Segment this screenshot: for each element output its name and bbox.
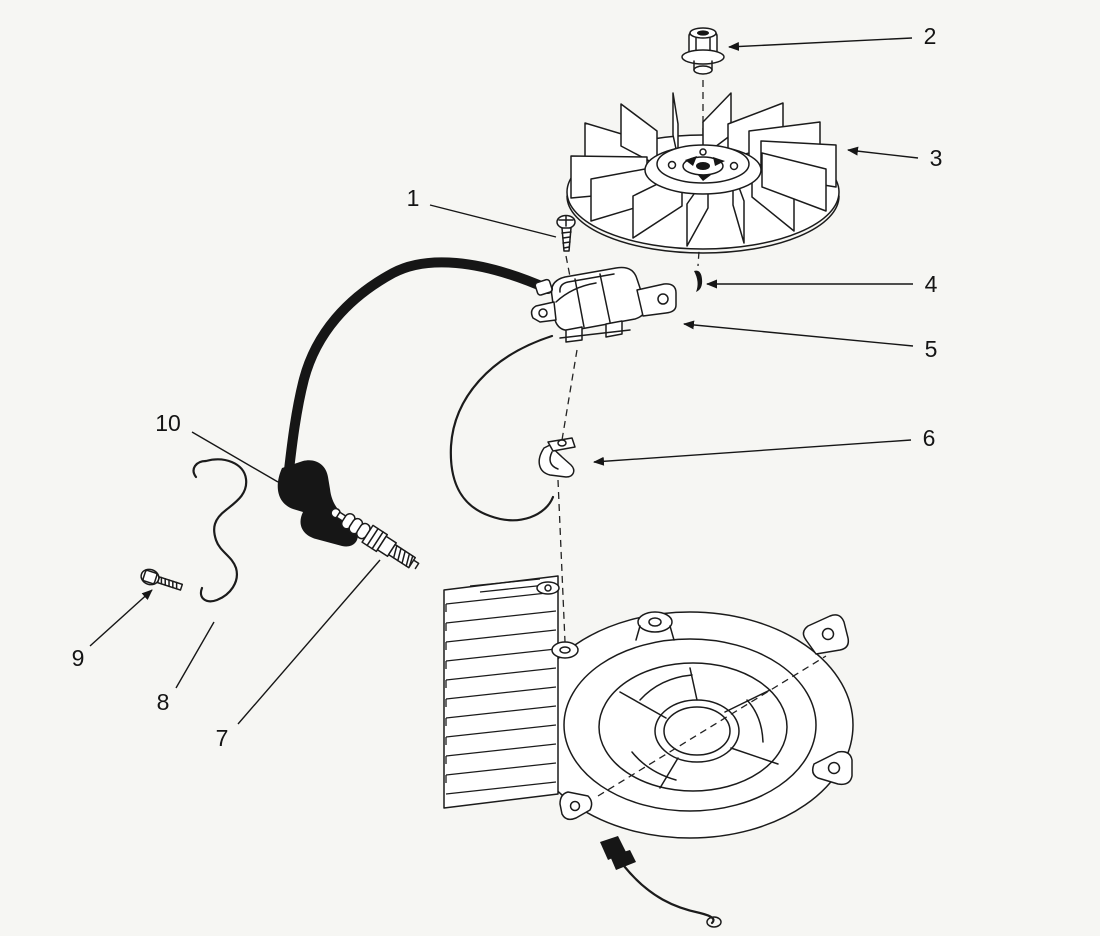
coil-laminations [555,273,615,328]
callout-8-label: 8 [157,689,170,715]
coil-ear-hole [657,293,669,305]
housing-recess-ring [598,662,788,792]
callout-8-leader [175,621,215,689]
housing-boss-stem [635,625,675,641]
nut-flange [681,49,725,65]
flywheel [566,92,840,254]
coil-base-line [559,329,631,339]
flange-nut [681,27,725,75]
crankshaft-opening [654,699,740,763]
callouts: 1 2 3 4 5 6 7 8 9 10 [72,23,943,751]
engine-housing [526,611,854,928]
flywheel-hub-wedges [685,156,725,181]
head-bolt-boss [536,581,560,595]
wire-terminal-ferrule [534,278,553,296]
plug-electrode [412,559,420,570]
plug-wire-cable [284,257,553,475]
head-fin-lines [469,578,547,593]
callout-10-label: 10 [155,410,181,436]
mounting-screw [556,214,576,252]
callout-3-label: 3 [930,145,943,171]
clamp-inner-line [549,451,559,470]
callout-2-label: 2 [924,23,937,49]
flywheel-blade [620,103,658,166]
callout-5-label: 5 [925,336,938,362]
centerline-housing-axis [597,655,827,797]
wire-bracket [192,458,248,603]
wire-clamp [538,437,576,478]
callout-7-label: 7 [216,725,229,751]
flywheel-hub-hole [667,160,677,170]
clamp-hole [557,439,567,447]
flywheel-rim-thickness [566,195,840,254]
spark-plug-boot [277,460,358,547]
head-bolt-hole [544,584,552,592]
coil-tab-hole [538,308,548,318]
housing-tab-top-right [802,614,850,655]
coil-mount-boss [551,641,579,659]
flange-bolt [140,568,184,591]
nut-top-hole [697,30,709,36]
clamp-tab [547,437,576,452]
fuel-line-clamp-2 [610,850,636,870]
callout-9-label: 9 [72,645,85,671]
flywheel-hub-hole [729,161,739,171]
housing-tab-hole [821,627,835,641]
housing-tab-bottom-right [811,750,853,786]
coil-foot [605,320,623,338]
spark-plug-wire [277,257,553,547]
callout-7-leader [237,559,381,725]
flywheel-shaft-hole [696,162,710,170]
cylinder-fins [443,575,579,809]
callout-10-leader [191,431,279,483]
spark-plug [330,507,420,570]
housing-inner-ring [563,638,817,812]
flywheel-blade [702,92,732,157]
callout-1-label: 1 [407,185,420,211]
centerline-clamp-engine [557,479,566,643]
drain-wire [622,864,715,925]
callout-4-label: 4 [925,271,938,297]
callout-6-label: 6 [923,425,936,451]
coil-mount-hole [559,646,571,654]
flywheel-blade [761,152,827,212]
cylinder-fin-lines [445,591,557,795]
centerline-coil-clamp [560,349,578,447]
callout-3-leader [847,146,919,159]
housing-vanes [631,674,764,781]
plug-threads [392,544,414,568]
ground-wire [449,334,555,522]
flywheel-blade [672,92,679,159]
crankshaft-opening-inner [663,706,731,756]
coil-ear-right [636,283,677,317]
housing-foot-hole [569,800,581,812]
plug-hex-facets [366,527,384,550]
callout-9-leader [89,589,153,647]
flywheel-hub-hole [699,148,707,156]
housing-top-boss [637,611,673,633]
screw-head-slot [558,215,574,227]
callout-6-leader [593,439,912,466]
ignition-coil [530,266,677,343]
bolt-threads [160,576,178,590]
coil-foot [565,326,583,343]
callout-1-leader [429,204,557,238]
housing-foot-bottom-left [559,791,593,821]
screw-threads [561,231,572,249]
nut-collar [693,65,713,75]
coil-tab-left [530,301,557,323]
callout-5-leader [683,320,914,347]
bolt-head [142,569,158,585]
housing-tab-hole-2 [827,761,841,775]
drain-wire-loop [706,916,722,928]
flywheel-blades [570,92,837,247]
housing-top-boss-hole [648,617,662,627]
callout-2-leader [728,37,913,52]
woodruff-key [694,270,703,292]
